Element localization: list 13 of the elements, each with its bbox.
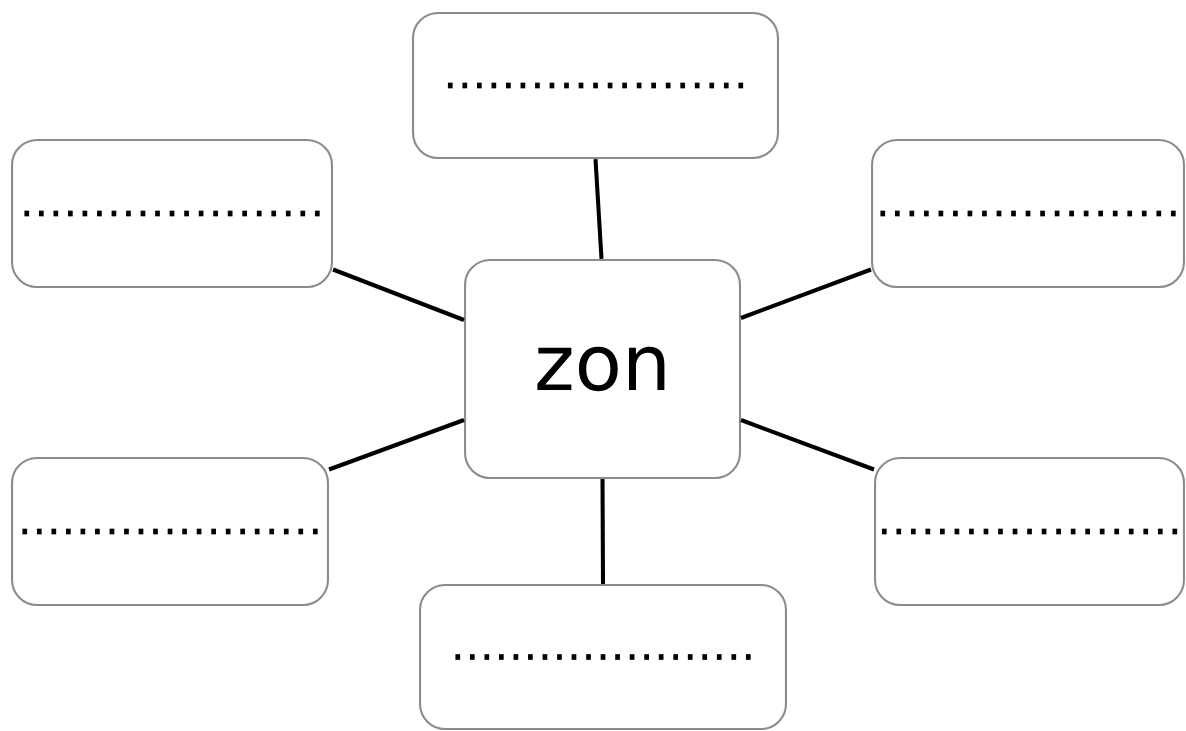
process-box: ..................... [412,11,780,160]
process-box: zon [463,258,742,480]
connector-line [740,418,875,472]
connector-line [600,479,606,584]
connector-line [328,418,465,472]
process-box: ..................... [11,138,334,289]
connector-line [332,267,465,322]
process-box: ..................... [419,583,788,731]
connector-line [593,158,604,260]
connector-line [740,267,872,320]
process-box: ..................... [874,456,1186,607]
process-box: ..................... [871,138,1186,289]
process-box: ..................... [11,456,330,607]
